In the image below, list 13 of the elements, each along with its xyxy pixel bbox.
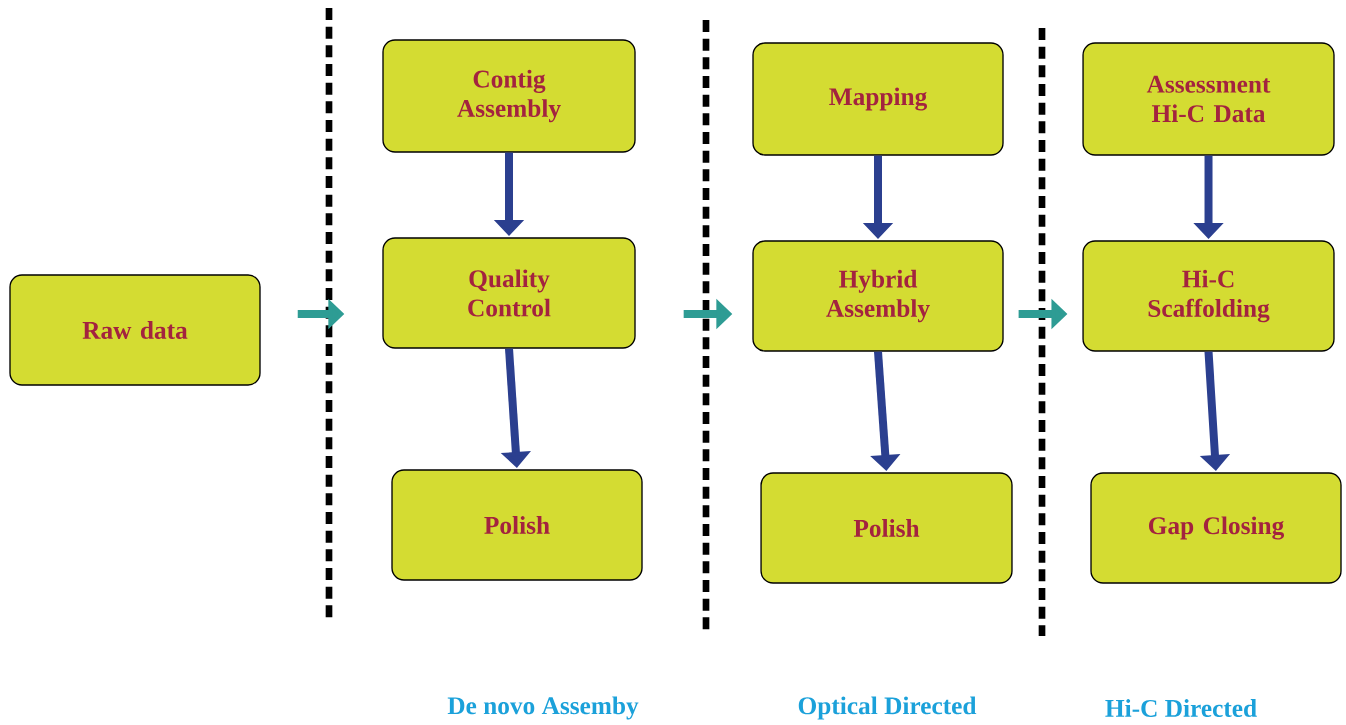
process-box: Assessment Hi-C Data: [1082, 42, 1335, 156]
process-box: Gap Closing: [1090, 472, 1342, 584]
section-label: Optical Directed: [798, 696, 977, 720]
process-box: Hi-C Scaffolding: [1082, 240, 1335, 352]
section-label: De novo Assemby: [447, 696, 639, 720]
process-box: Polish: [760, 472, 1013, 584]
process-box: Mapping: [752, 42, 1004, 156]
section-label: Hi-C Directed: [1105, 699, 1257, 717]
process-box: Polish: [391, 469, 643, 581]
process-box: Raw data: [9, 274, 261, 386]
process-box: Hybrid Assembly: [752, 240, 1004, 352]
process-box: Quality Control: [382, 237, 636, 349]
process-box: Contig Assembly: [382, 39, 636, 153]
